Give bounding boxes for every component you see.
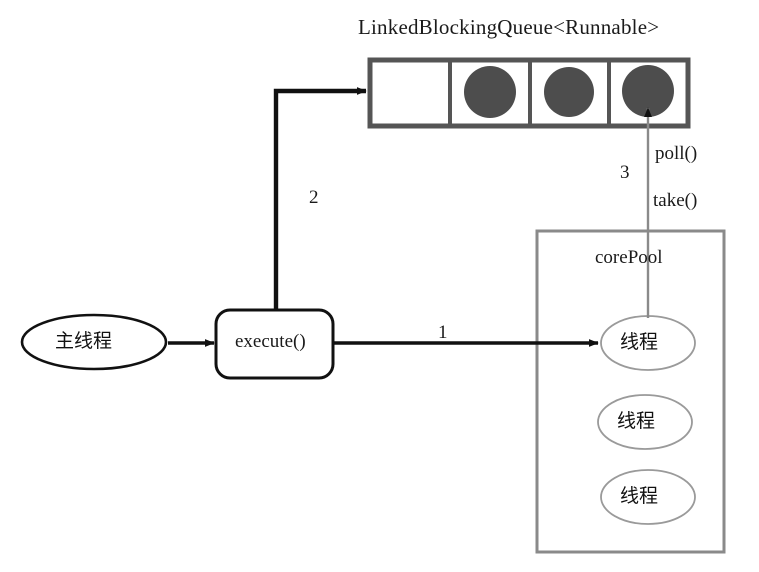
core-pool-label: corePool (595, 247, 663, 268)
core-pool-thread-ellipse-3 (600, 469, 696, 525)
step-label-2: 2 (309, 187, 319, 208)
queue-task-circle-1 (464, 66, 516, 118)
queue-task-circle-3 (622, 65, 674, 117)
queue-task-circle-2 (544, 67, 594, 117)
queue-box (367, 57, 691, 129)
arrow-execute-to-queue (273, 87, 367, 310)
step-label-1: 1 (438, 322, 448, 343)
core-pool-thread-label-2: 线程 (617, 410, 656, 432)
execute-label: execute() (235, 331, 306, 352)
take-label: take() (653, 190, 698, 211)
core-pool-thread-label-1: 线程 (620, 331, 659, 353)
main-thread-label: 主线程 (55, 330, 113, 352)
main-thread-ellipse (20, 313, 168, 371)
poll-label: poll() (655, 143, 698, 164)
core-pool-thread-ellipse-2 (597, 394, 693, 450)
core-pool-thread-label-3: 线程 (620, 485, 659, 507)
queue-title: LinkedBlockingQueue<Runnable> (358, 15, 660, 39)
step-label-3: 3 (620, 162, 630, 183)
